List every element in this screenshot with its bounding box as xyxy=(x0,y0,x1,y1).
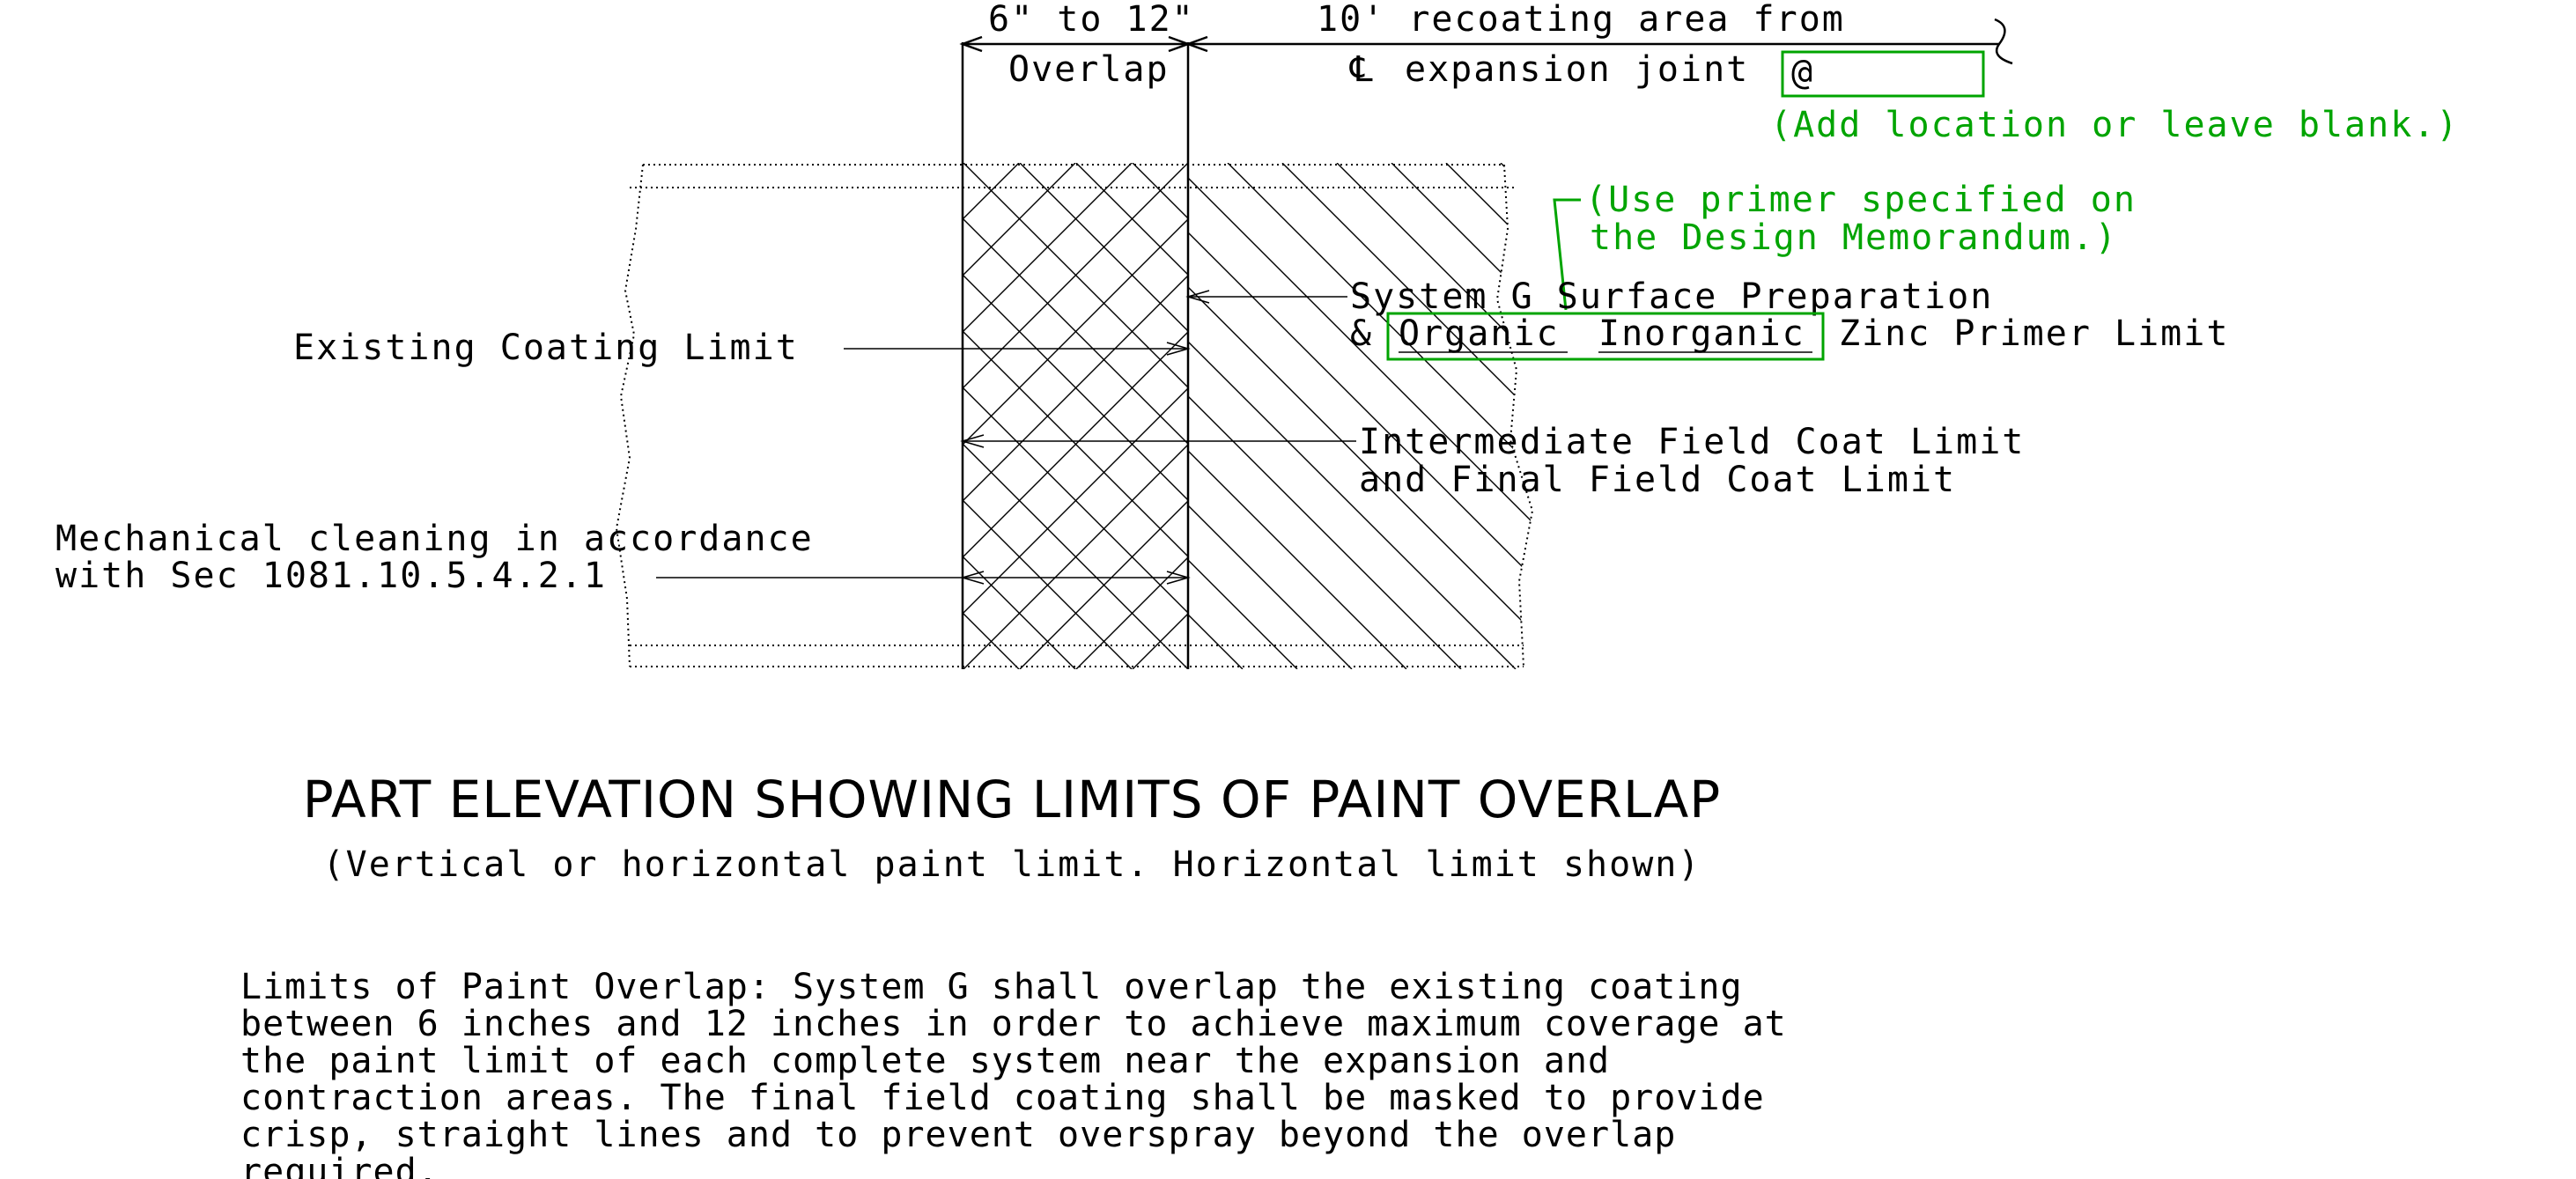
hatch-line xyxy=(1188,163,1407,669)
note-line: between 6 inches and 12 inches in order … xyxy=(240,1004,1787,1044)
note-line: contraction areas. The final field coati… xyxy=(240,1078,1765,1118)
zinc-primer-limit-label: Zinc Primer Limit xyxy=(1839,313,2229,354)
overlap-size-label: 6" to 12" xyxy=(988,0,1195,40)
recoat-area-hatch xyxy=(1188,163,1532,669)
hatch-line xyxy=(1227,163,1532,669)
note-line: required. xyxy=(240,1152,439,1179)
hatch-line xyxy=(1188,163,1532,669)
mechanical-cleaning-line-2: with Sec 1081.10.5.4.2.1 xyxy=(55,556,607,596)
hatch-line xyxy=(963,275,1188,502)
existing-limit-leader xyxy=(844,342,1191,356)
existing-coating-limit-label: Existing Coating Limit xyxy=(293,328,799,368)
expansion-joint-label: expansion joint xyxy=(1405,49,1749,90)
hatch-line xyxy=(1075,163,1188,276)
drawing-subtitle: (Vertical or horizontal paint limit. Hor… xyxy=(323,844,1701,885)
hatch-line xyxy=(1075,556,1188,669)
hatch-line xyxy=(1019,500,1188,669)
hatch-line xyxy=(963,387,1188,615)
primer-note-leader xyxy=(1553,198,1581,311)
plate-outline xyxy=(615,164,1534,667)
hatch-line xyxy=(963,444,1188,669)
mechanical-cleaning-line-1: Mechanical cleaning in accordance xyxy=(55,519,814,559)
hatch-line xyxy=(963,163,1188,388)
location-input-value[interactable]: @ xyxy=(1791,52,1814,92)
final-coat-label: and Final Field Coat Limit xyxy=(1359,460,1956,500)
location-input-box[interactable] xyxy=(1781,50,1985,98)
primer-hint-line-1: (Use primer specified on xyxy=(1585,180,2137,220)
hatch-line xyxy=(1188,163,1517,669)
hatch-line xyxy=(1336,163,1532,669)
primer-option-inorganic[interactable]: Inorganic xyxy=(1598,313,1805,354)
overlap-label: Overlap xyxy=(1008,49,1170,90)
hatch-line xyxy=(1188,163,1532,669)
primer-type-box[interactable] xyxy=(1386,312,1825,361)
centerline-symbol: ℄ xyxy=(1349,49,1375,90)
intermediate-coat-label: Intermediate Field Coat Limit xyxy=(1359,422,2025,462)
mechanical-cleaning-leader xyxy=(656,571,1191,585)
hatch-line xyxy=(1188,163,1244,669)
primer-hint-line-2: the Design Memorandum.) xyxy=(1590,217,2118,258)
surface-prep-leader xyxy=(1185,290,1347,304)
surface-prep-prefix: & xyxy=(1350,313,1373,354)
hatch-line xyxy=(1391,163,1532,669)
hatch-line xyxy=(1281,163,1532,669)
surface-prep-label: System G Surface Preparation xyxy=(1350,276,1993,317)
hatch-line xyxy=(1019,163,1188,332)
overlap-dimension xyxy=(959,18,2013,65)
location-hint: (Add location or leave blank.) xyxy=(1770,105,2459,145)
note-line: crisp, straight lines and to prevent ove… xyxy=(240,1115,1676,1155)
hatch-line xyxy=(963,331,1188,558)
overlap-crosshatch xyxy=(963,163,1188,669)
note-line: the paint limit of each complete system … xyxy=(240,1041,1610,1081)
note-line: Limits of Paint Overlap: System G shall … xyxy=(240,967,1743,1007)
hatch-line xyxy=(1188,163,1298,669)
paint-overlap-note: Limits of Paint Overlap: System G shall … xyxy=(240,967,1787,1179)
hatch-line xyxy=(1188,163,1532,669)
drawing-title: PART ELEVATION SHOWING LIMITS OF PAINT O… xyxy=(303,770,1722,829)
hatch-line xyxy=(1188,163,1353,669)
recoat-area-label: 10' recoating area from xyxy=(1317,0,1845,40)
primer-option-organic[interactable]: Organic xyxy=(1399,313,1560,354)
field-coat-leader xyxy=(960,434,1356,448)
hatch-line xyxy=(1188,163,1462,669)
